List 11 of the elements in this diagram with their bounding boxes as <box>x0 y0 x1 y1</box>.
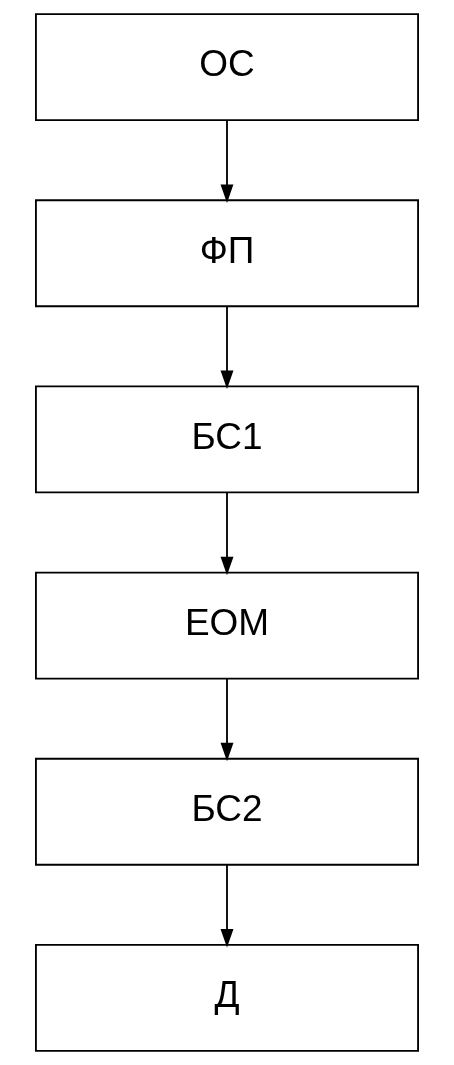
node-box: ОС <box>35 13 419 122</box>
node-box: БС2 <box>35 757 419 866</box>
node-box: ФП <box>35 199 419 308</box>
arrow <box>220 491 234 576</box>
arrow <box>220 119 234 203</box>
node-box: ЕОМ <box>35 571 419 680</box>
arrow <box>220 305 234 390</box>
arrow <box>220 678 234 762</box>
arrow <box>220 864 234 948</box>
node-box: БС1 <box>35 385 419 494</box>
node-box: Д <box>35 943 419 1052</box>
